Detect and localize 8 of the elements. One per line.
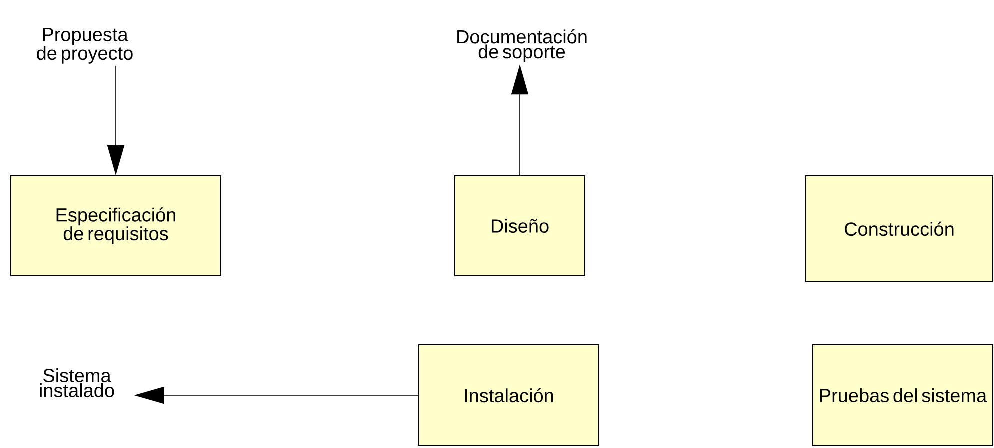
input-output-label: Propuesta de proyecto	[37, 28, 133, 64]
process-box: Construcción	[806, 176, 994, 282]
process-box: Pruebas del sistema	[812, 344, 994, 446]
process-box: Instalación	[418, 344, 600, 446]
input-output-label: Documentación de soporte	[458, 30, 587, 62]
process-box: Diseño	[454, 176, 586, 276]
input-output-label: Sistema instalado	[40, 368, 114, 398]
process-box: Especificación de requisitos	[10, 176, 222, 276]
